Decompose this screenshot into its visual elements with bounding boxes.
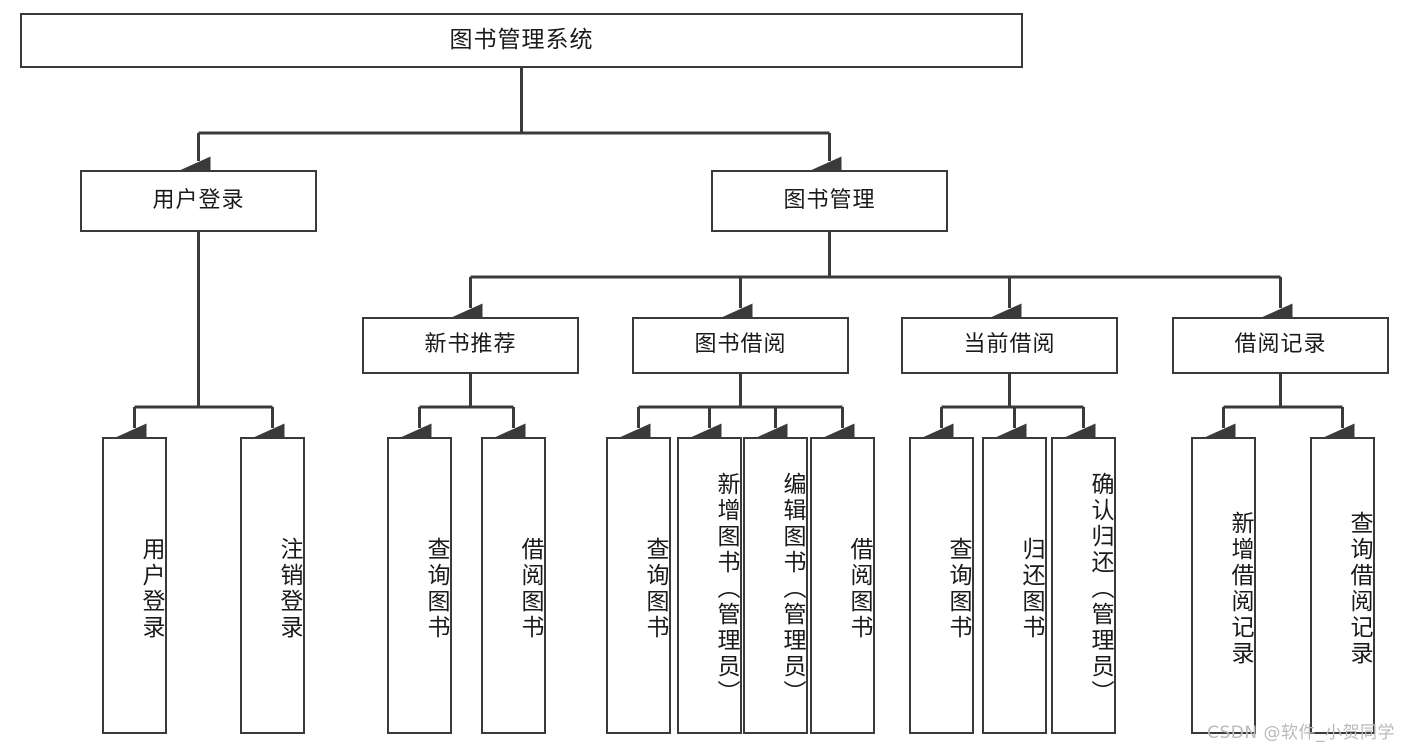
node-book-borrow-label: 图书借阅 xyxy=(694,332,787,358)
node-root[interactable]: 图书管理系统 xyxy=(20,13,1023,68)
leaf-add-book[interactable]: 新增图书（管理员） xyxy=(677,437,742,734)
leaf-edit-book-label: 编辑图书（管理员） xyxy=(779,471,805,706)
leaf-query-record-label: 查询借阅记录 xyxy=(1346,510,1372,667)
leaf-confirm-return[interactable]: 确认归还（管理员） xyxy=(1051,437,1116,734)
leaf-borrow-book-2-label: 借阅图书 xyxy=(846,536,872,641)
node-new-book-rec[interactable]: 新书推荐 xyxy=(362,317,579,374)
node-book-manage-label: 图书管理 xyxy=(783,187,876,213)
leaf-borrow-book-2[interactable]: 借阅图书 xyxy=(810,437,875,734)
node-borrow-record-label: 借阅记录 xyxy=(1234,332,1327,358)
node-borrow-record[interactable]: 借阅记录 xyxy=(1172,317,1389,374)
leaf-logout[interactable]: 注销登录 xyxy=(240,437,305,734)
leaf-borrow-book-1[interactable]: 借阅图书 xyxy=(481,437,546,734)
leaf-query-record[interactable]: 查询借阅记录 xyxy=(1310,437,1375,734)
leaf-user-login[interactable]: 用户登录 xyxy=(102,437,167,734)
node-root-label: 图书管理系统 xyxy=(449,26,594,53)
node-book-manage[interactable]: 图书管理 xyxy=(711,170,948,232)
node-new-book-rec-label: 新书推荐 xyxy=(424,332,517,358)
leaf-query-book-3[interactable]: 查询图书 xyxy=(909,437,974,734)
node-current-borrow[interactable]: 当前借阅 xyxy=(901,317,1118,374)
leaf-return-book-label: 归还图书 xyxy=(1018,536,1044,641)
leaf-return-book[interactable]: 归还图书 xyxy=(982,437,1047,734)
leaf-query-book-3-label: 查询图书 xyxy=(945,536,971,641)
leaf-add-record-label: 新增借阅记录 xyxy=(1227,510,1253,667)
node-current-borrow-label: 当前借阅 xyxy=(963,332,1056,358)
leaf-edit-book[interactable]: 编辑图书（管理员） xyxy=(743,437,808,734)
node-book-borrow[interactable]: 图书借阅 xyxy=(632,317,849,374)
leaf-query-book-1[interactable]: 查询图书 xyxy=(387,437,452,734)
leaf-logout-label: 注销登录 xyxy=(276,536,302,641)
leaf-add-record[interactable]: 新增借阅记录 xyxy=(1191,437,1256,734)
csdn-watermark: CSDN @软件_小贺同学 xyxy=(1207,723,1395,743)
leaf-query-book-2-label: 查询图书 xyxy=(642,536,668,641)
node-user-login-label: 用户登录 xyxy=(152,187,245,213)
leaf-borrow-book-1-label: 借阅图书 xyxy=(517,536,543,641)
leaf-user-login-label: 用户登录 xyxy=(138,536,164,641)
leaf-query-book-1-label: 查询图书 xyxy=(423,536,449,641)
leaf-query-book-2[interactable]: 查询图书 xyxy=(606,437,671,734)
leaf-confirm-return-label: 确认归还（管理员） xyxy=(1087,471,1113,706)
leaf-add-book-label: 新增图书（管理员） xyxy=(713,471,739,706)
node-user-login[interactable]: 用户登录 xyxy=(80,170,317,232)
